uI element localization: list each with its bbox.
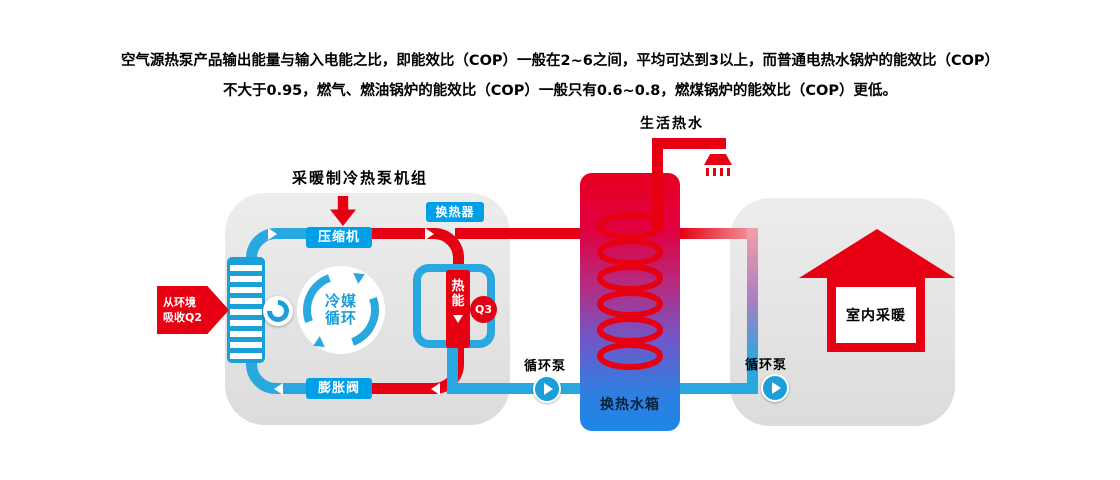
indoor-heating-label: 室内采暖 [846, 308, 906, 324]
tank-label: 换热水箱 [600, 397, 660, 413]
intro-line-2: 不大于0.95，燃气、燃油锅炉的能效比（COP）一般只有0.6~0.8，燃煤锅炉… [223, 83, 897, 99]
circulation-pump-icon [761, 374, 789, 402]
circulation-pump-label: 循环泵 [523, 359, 566, 374]
domestic-hot-water-label: 生活热水 [640, 116, 704, 132]
environment-heat-arrow: 从环境 吸收Q2 [157, 286, 229, 334]
refrigerant-cycle-symbol: 冷媒 循环 [290, 259, 392, 361]
heating-return-pipe [680, 383, 758, 394]
cold-return-pipe-from-tank [447, 383, 590, 394]
absorb-label-line1: 从环境 [163, 296, 196, 309]
rotation-icon [262, 295, 294, 327]
exchanger-return-pipe [447, 344, 458, 389]
evaporator-coil [227, 257, 265, 363]
domestic-hot-water-pipe [652, 138, 726, 149]
expansion-valve-label: 膨胀阀 [306, 378, 372, 399]
q3-badge: Q3 [470, 296, 497, 323]
intro-paragraph: 空气源热泵产品输出能量与输入电能之比，即能效比（COP）一般在2~6之间，平均可… [0, 46, 1120, 106]
tank-coil-icon [597, 212, 663, 370]
flow-arrow-icon [425, 383, 440, 395]
domestic-hot-water-pipe [652, 138, 663, 231]
circulation-pump-label: 循环泵 [744, 358, 787, 373]
heat-energy-label: 热能 [446, 270, 470, 348]
hot-water-pipe-to-tank [455, 228, 590, 239]
indoor-heating-house: 室内采暖 [827, 278, 925, 352]
heating-supply-pipe [680, 228, 758, 239]
heat-exchanger-label: 换热器 [426, 202, 484, 222]
circulation-pump-icon [533, 375, 561, 403]
flow-arrow-icon [268, 228, 283, 240]
down-arrow-icon [453, 315, 463, 328]
heating-loop-pipe [747, 228, 758, 394]
flow-arrow-icon [268, 383, 283, 395]
compressor-label: 压缩机 [306, 227, 372, 248]
flow-arrow-icon [425, 228, 440, 240]
unit-title: 采暖制冷热泵机组 [292, 169, 429, 187]
refrigerant-cycle-label: 冷媒 循环 [324, 292, 357, 327]
absorb-label-line2: 吸收Q2 [163, 311, 203, 324]
house-roof-icon [799, 229, 955, 278]
shower-icon [702, 154, 734, 176]
intro-line-1: 空气源热泵产品输出能量与输入电能之比，即能效比（COP）一般在2~6之间，平均可… [120, 53, 1000, 69]
